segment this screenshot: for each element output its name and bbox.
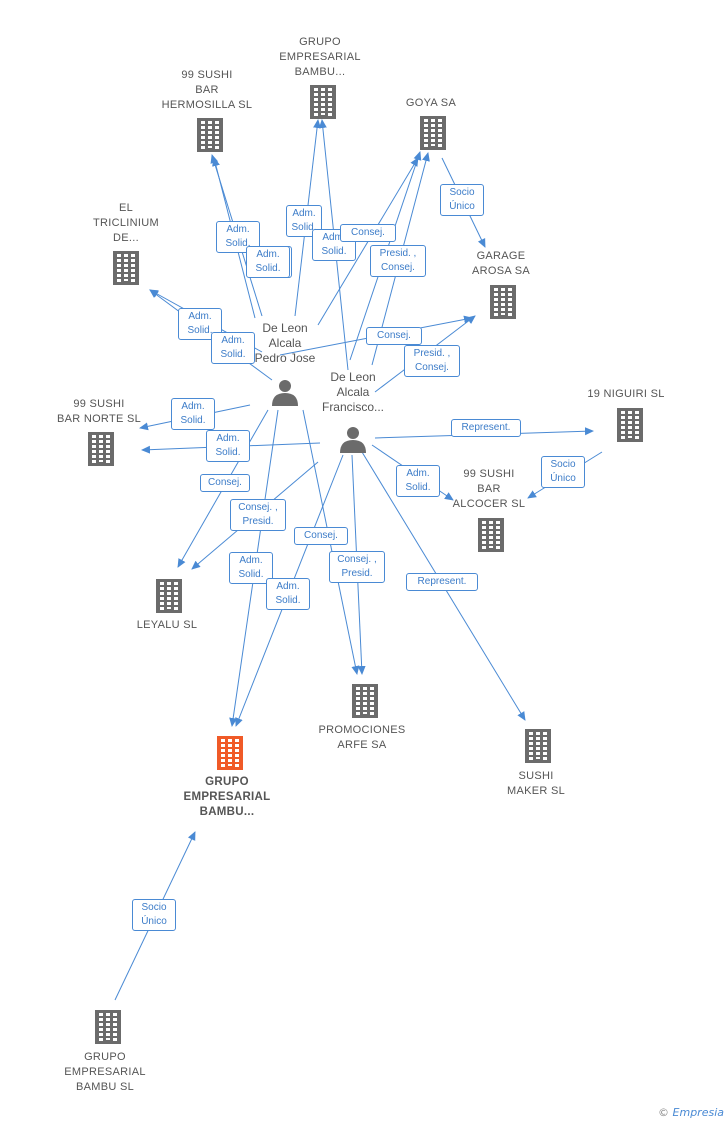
edge-label[interactable]: Adm. Solid. [171, 398, 215, 430]
edge-label[interactable]: Socio Único [440, 184, 484, 216]
brand-logo[interactable]: Empresia [672, 1106, 724, 1119]
building-icon[interactable] [197, 118, 223, 152]
building-icon[interactable] [420, 116, 446, 150]
building-icon[interactable] [478, 518, 504, 552]
building-icon[interactable] [95, 1010, 121, 1044]
company-label[interactable]: GOYA SA [405, 97, 457, 109]
company-label[interactable]: GRUPO EMPRESARIAL BAMBU SL [64, 1051, 146, 1093]
building-icon[interactable] [113, 251, 139, 285]
person-icon[interactable] [340, 427, 366, 453]
edge-label[interactable]: Socio Único [541, 456, 585, 488]
nodes-layer [88, 85, 643, 1044]
edge-label[interactable]: Adm. Solid. [396, 465, 440, 497]
building-icon[interactable] [217, 736, 243, 770]
building-icon[interactable] [156, 579, 182, 613]
edge-label[interactable]: Adm. Solid. [246, 246, 290, 278]
edge-label[interactable]: Consej. [366, 327, 422, 345]
edge-label[interactable]: Adm. Solid. [229, 552, 273, 584]
edge-label[interactable]: Consej. , Presid. [230, 499, 286, 531]
edge-label[interactable]: Presid. , Consej. [370, 245, 426, 277]
edge-label[interactable]: Presid. , Consej. [404, 345, 460, 377]
edge-label[interactable]: Adm. Solid. [206, 430, 250, 462]
edge-label[interactable]: Represent. [451, 419, 521, 437]
edge-label[interactable]: Socio Único [132, 899, 176, 931]
company-label[interactable]: EL TRICLINIUM DE... [93, 202, 159, 244]
edge-label[interactable]: Adm. Solid. [266, 578, 310, 610]
person-icon[interactable] [272, 380, 298, 406]
edge-label[interactable]: Represent. [406, 573, 478, 591]
company-label[interactable]: PROMOCIONES ARFE SA [318, 724, 406, 751]
company-label[interactable]: GRUPO EMPRESARIAL BAMBU... [183, 776, 271, 818]
company-label[interactable]: GRUPO EMPRESARIAL BAMBU... [279, 36, 361, 78]
person-label[interactable]: De Leon Alcala Pedro Jose [254, 321, 316, 365]
edge-label[interactable]: Consej. [340, 224, 396, 242]
building-icon[interactable] [525, 729, 551, 763]
company-label[interactable]: GARAGE AROSA SA [471, 250, 531, 277]
edge-label[interactable]: Consej. [294, 527, 348, 545]
edge-label[interactable]: Consej. [200, 474, 250, 492]
building-icon[interactable] [617, 408, 643, 442]
company-label[interactable]: 99 SUSHI BAR ALCOCER SL [452, 468, 526, 510]
company-label[interactable]: SUSHI MAKER SL [506, 770, 566, 797]
copyright-symbol: © [658, 1106, 670, 1119]
person-label[interactable]: De Leon Alcala Francisco... [321, 370, 384, 414]
building-icon[interactable] [310, 85, 336, 119]
building-icon[interactable] [490, 285, 516, 319]
edge-label[interactable]: Consej. , Presid. [329, 551, 385, 583]
company-label[interactable]: 99 SUSHI BAR HERMOSILLA SL [161, 69, 253, 111]
footer: © Empresia [658, 1106, 724, 1119]
building-icon[interactable] [88, 432, 114, 466]
building-icon[interactable] [352, 684, 378, 718]
company-label[interactable]: 99 SUSHI BAR NORTE SL [56, 398, 142, 425]
company-label[interactable]: 19 NIGUIRI SL [587, 388, 665, 400]
company-label[interactable]: LEYALU SL [136, 619, 198, 631]
edge-label[interactable]: Adm. Solid. [178, 308, 222, 340]
edge-label[interactable]: Adm. Solid. [211, 332, 255, 364]
